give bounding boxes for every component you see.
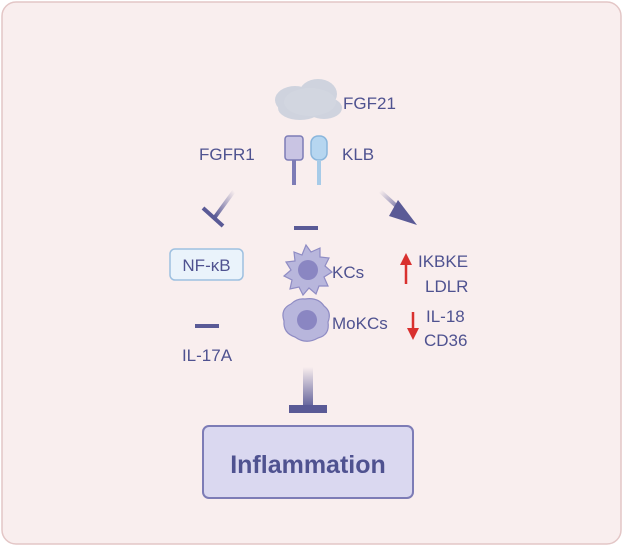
inhibit-kcs-edge <box>294 196 318 230</box>
inflammation-label: Inflammation <box>230 451 386 479</box>
nfkb-label: NF-κB <box>182 256 230 275</box>
kcs-label: KCs <box>332 263 364 282</box>
inhibit-inflammation-edge <box>289 367 327 413</box>
downregulated-gene-1: IL-18 <box>426 307 465 326</box>
klb-receptor-icon <box>310 135 328 185</box>
inhibit-nfkb-edge <box>201 189 236 228</box>
fgfr1-label: FGFR1 <box>199 145 255 164</box>
down-arrow-icon <box>407 312 419 340</box>
fgfr1-receptor-icon <box>284 135 304 185</box>
mokcs-label: MoKCs <box>332 314 388 333</box>
up-arrow-icon <box>400 253 412 284</box>
nfkb-box <box>169 248 244 281</box>
fgf21-ligand-icon <box>275 79 342 120</box>
klb-label: KLB <box>342 145 374 164</box>
inflammation-box <box>202 425 414 499</box>
upregulated-gene-1: IKBKE <box>418 252 468 271</box>
il17a-label: IL-17A <box>182 346 233 365</box>
activate-genes-edge <box>378 189 417 225</box>
upregulated-gene-2: LDLR <box>425 277 468 296</box>
downregulated-gene-2: CD36 <box>424 331 467 350</box>
inhibit-il17a-edge <box>195 294 219 328</box>
activate-arrowhead <box>389 200 417 225</box>
mokcs-cell-icon <box>282 298 330 342</box>
fgf21-label: FGF21 <box>343 94 396 113</box>
kcs-cell-icon <box>282 243 334 297</box>
